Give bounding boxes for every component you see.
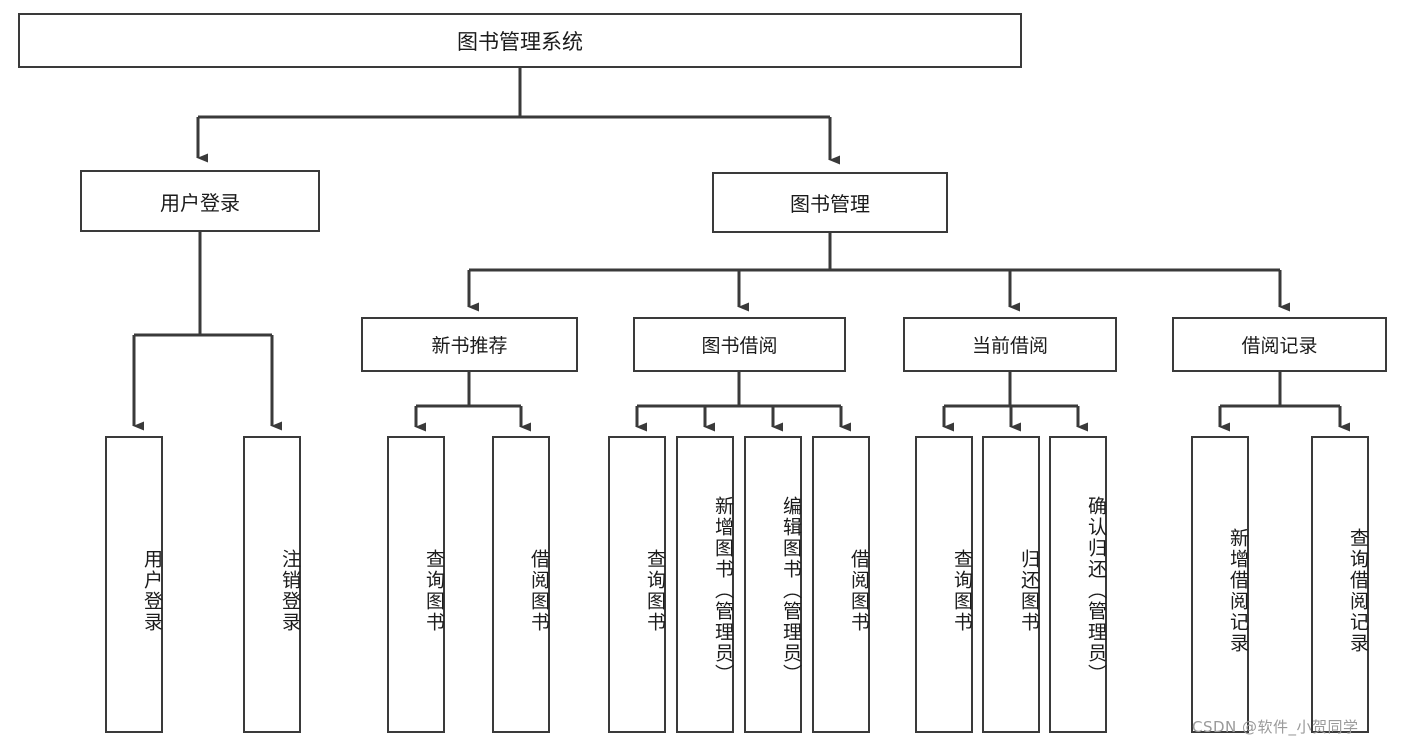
node-label: 注销登录: [279, 548, 301, 633]
node-label: 查询图书: [644, 548, 666, 633]
leaf-current-return-book[interactable]: 归还图书: [982, 436, 1040, 733]
node-book-borrow[interactable]: 图书借阅: [633, 317, 846, 372]
leaf-borrow-borrow-book[interactable]: 借阅图书: [812, 436, 870, 733]
node-user-login[interactable]: 用户登录: [80, 170, 320, 232]
node-label: 新增借阅记录: [1227, 527, 1249, 654]
node-label: 查询图书: [951, 548, 973, 633]
node-book-management[interactable]: 图书管理: [712, 172, 948, 233]
node-label: 新增图书（管理员）: [712, 496, 734, 685]
node-label: 当前借阅: [971, 335, 1048, 357]
node-label: 用户登录: [141, 548, 163, 633]
node-label: 图书管理: [790, 192, 870, 216]
leaf-user-login[interactable]: 用户登录: [105, 436, 163, 733]
node-label: 图书借阅: [701, 335, 778, 357]
leaf-record-query-borrow-record[interactable]: 查询借阅记录: [1311, 436, 1369, 733]
leaf-record-add-borrow-record[interactable]: 新增借阅记录: [1191, 436, 1249, 733]
node-label: 归还图书: [1018, 548, 1040, 633]
leaf-borrow-query-book[interactable]: 查询图书: [608, 436, 666, 733]
node-borrow-record[interactable]: 借阅记录: [1172, 317, 1387, 372]
leaf-borrow-edit-book-admin[interactable]: 编辑图书（管理员）: [744, 436, 802, 733]
node-label: 查询图书: [423, 548, 445, 633]
node-label: 确认归还（管理员）: [1085, 496, 1107, 685]
leaf-current-confirm-return-admin[interactable]: 确认归还（管理员）: [1049, 436, 1107, 733]
leaf-recommend-borrow-book[interactable]: 借阅图书: [492, 436, 550, 733]
node-label: 用户登录: [160, 190, 240, 215]
node-label: 编辑图书（管理员）: [780, 496, 802, 685]
node-label: 图书管理系统: [457, 29, 583, 54]
leaf-borrow-add-book-admin[interactable]: 新增图书（管理员）: [676, 436, 734, 733]
node-root-system[interactable]: 图书管理系统: [18, 13, 1022, 68]
csdn-watermark: CSDN @软件_小贺同学: [1192, 718, 1359, 736]
node-label: 新书推荐: [431, 335, 508, 357]
leaf-recommend-query-book[interactable]: 查询图书: [387, 436, 445, 733]
node-new-book-recommend[interactable]: 新书推荐: [361, 317, 578, 372]
node-label: 借阅记录: [1241, 335, 1318, 357]
node-label: 借阅图书: [528, 548, 550, 633]
node-label: 查询借阅记录: [1347, 527, 1369, 654]
node-current-borrow[interactable]: 当前借阅: [903, 317, 1117, 372]
leaf-current-query-book[interactable]: 查询图书: [915, 436, 973, 733]
node-label: 借阅图书: [848, 548, 870, 633]
leaf-logout[interactable]: 注销登录: [243, 436, 301, 733]
